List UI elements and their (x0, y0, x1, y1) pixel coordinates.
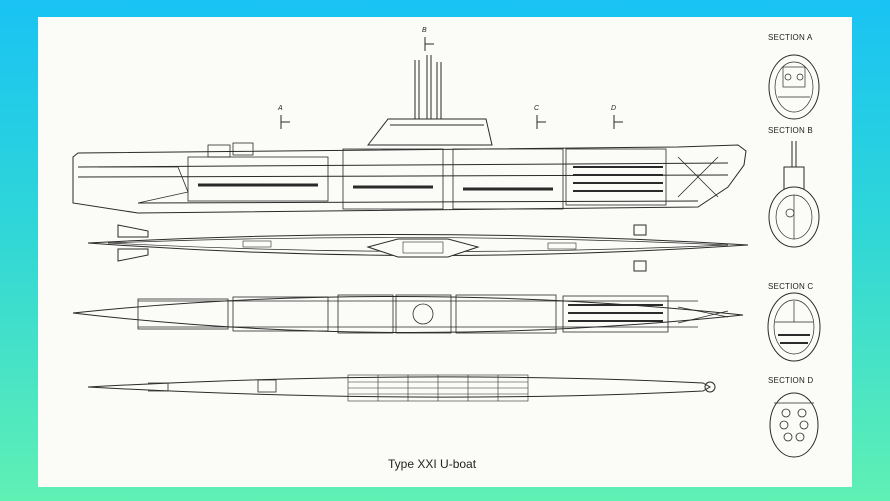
marker-a-label: A (278, 105, 283, 112)
section-c-label: SECTION C (768, 282, 814, 291)
section-c-drawing (767, 292, 821, 362)
bottom-view (87, 374, 716, 402)
section-d-label: SECTION D (768, 376, 814, 385)
marker-c-label: C (534, 105, 540, 112)
section-markers (280, 37, 623, 129)
top-view (87, 224, 749, 272)
blueprint-drawing (72, 37, 821, 458)
side-profile-view (72, 55, 747, 214)
section-a-drawing (768, 54, 820, 120)
plan-view (72, 294, 744, 334)
drawing-caption: Type XXI U-boat (388, 457, 477, 471)
marker-b-label: B (422, 27, 427, 34)
marker-d-label: D (611, 105, 617, 112)
section-b-label: SECTION B (768, 126, 813, 135)
section-b-drawing (768, 141, 820, 248)
section-d-drawing (769, 392, 819, 458)
section-a-label: SECTION A (768, 33, 813, 42)
blueprint-sheet: A B C D SECTION A SECTION B SECTION C SE… (38, 17, 852, 487)
